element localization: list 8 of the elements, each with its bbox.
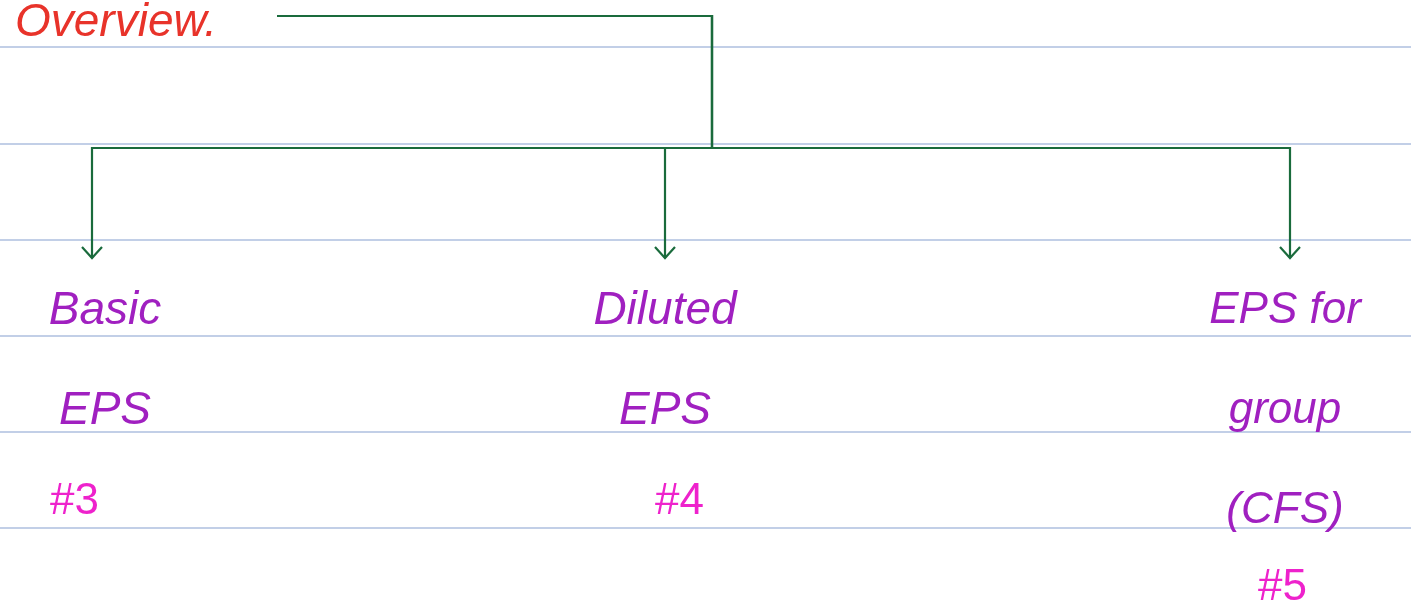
node-text: Diluted EPS — [550, 258, 780, 458]
reference-number: #5 — [1258, 560, 1307, 610]
node-text: EPS for group (CFS) — [1190, 258, 1380, 558]
node-text: Basic EPS — [10, 258, 200, 458]
node-text: Overview. — [15, 0, 217, 48]
reference-number: #3 — [50, 474, 99, 524]
connector-arrow — [277, 14, 1302, 260]
reference-number: #4 — [655, 474, 704, 524]
